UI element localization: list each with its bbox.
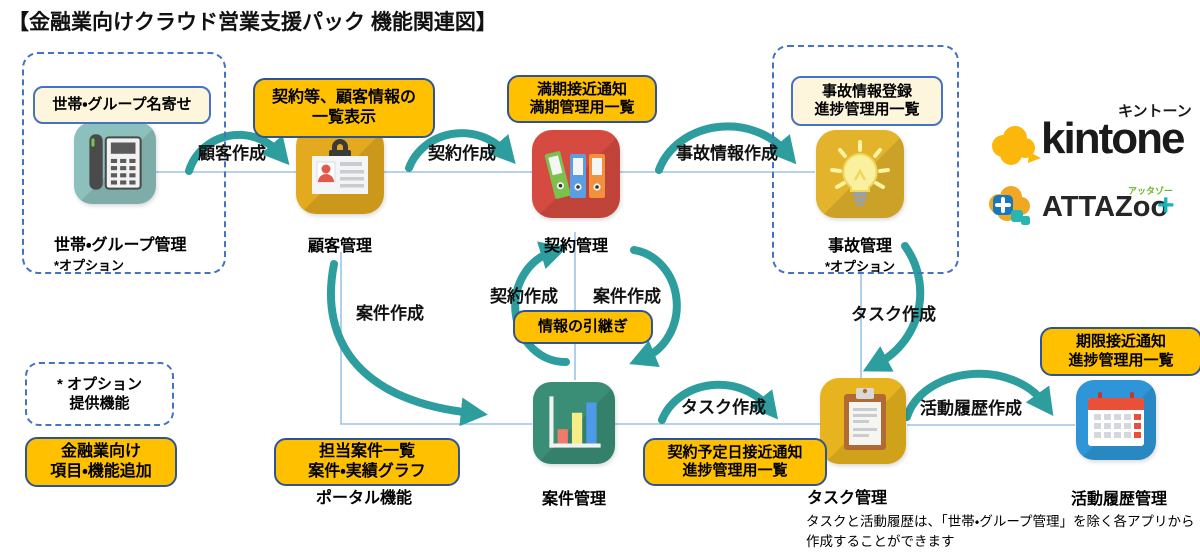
legend-finance-box: 金融業向け 項目・機能追加 (25, 437, 177, 487)
create-deal-label: 案件作成 (356, 304, 424, 323)
arrow-create-task-from-accident (862, 242, 925, 372)
deal-app-label: 案件管理 (541, 491, 606, 508)
calendar-icon (1088, 392, 1144, 446)
portal-app-label: ポータル機能 (315, 490, 412, 507)
id-card-icon (312, 139, 368, 194)
kintone-cloud-icon (992, 126, 1041, 165)
accident-app-label: 事故管理 *オプション (824, 238, 896, 274)
cycle-deal-label: 案件作成 (593, 287, 661, 306)
phone-icon (89, 134, 142, 190)
activity-app-label: 活動履歴管理 (1071, 491, 1168, 508)
customer-app-label: 顧客管理 (307, 238, 372, 255)
customer-app-tile (296, 126, 384, 214)
arrow-cycle-contract (511, 241, 570, 367)
legend-option-box: * オプション 提供機能 (25, 362, 174, 426)
attazoo-logo: アッタゾー ATTAZoo + (985, 182, 1195, 232)
arrow-create-deal (326, 260, 488, 427)
attazoo-cloud-icon (989, 186, 1030, 225)
create-task-from-deal-label: タスク作成 (681, 398, 766, 417)
task-feature-box: 契約予定日接近通知 進捗管理用一覧 (643, 438, 827, 486)
arrow-create-accident-info (655, 122, 797, 174)
arrow-create-contract (405, 129, 516, 172)
accident-app-tile (816, 130, 904, 218)
attazoo-plus-text: + (1157, 189, 1175, 222)
contract-app-label: 契約管理 (543, 238, 608, 255)
create-task-from-accident-label: タスク作成 (851, 305, 936, 324)
arrow-cycle-deal (629, 246, 681, 368)
task-app-label: タスク管理 (806, 490, 887, 507)
deal-app-tile (533, 382, 615, 464)
activity-feature-box: 期限接近通知 進捗管理用一覧 (1040, 327, 1200, 376)
customer-feature-box: 契約等、顧客情報の 一覧表示 (253, 78, 435, 138)
kintone-word-text: kintone (1041, 114, 1185, 163)
household-app-tile (74, 122, 156, 204)
attazoo-kana-text: アッタゾー (1128, 186, 1174, 196)
handover-box: 情報の引継ぎ (513, 310, 653, 344)
create-activity-label: 活動履歴作成 (920, 399, 1022, 418)
kintone-logo: キントーン kintone (985, 98, 1195, 178)
bar-chart-icon (549, 396, 601, 448)
create-contract-label: 契約作成 (428, 144, 496, 163)
lightbulb-icon (830, 140, 890, 206)
cycle-contract-label: 契約作成 (490, 287, 558, 306)
page-title: 【金融業向けクラウド営業支援パック 機能関連図】 (8, 11, 497, 34)
binders-icon (544, 151, 605, 199)
arrow-create-activity (903, 369, 1054, 421)
attazoo-word-text: ATTAZoo (1042, 191, 1169, 223)
portal-feature-box: 担当案件一覧 案件・実績グラフ (274, 438, 460, 486)
clipboard-icon (844, 388, 886, 450)
footnote-text: タスクと活動履歴は、「世帯・グループ管理」を除く各アプリから 作成することができ… (806, 514, 1195, 550)
create-accident-info-label: 事故情報作成 (676, 144, 778, 163)
arrow-create-task-from-deal (658, 380, 779, 424)
household-feature-box: 世帯・グループ名寄せ (33, 86, 211, 124)
task-app-tile (820, 378, 906, 464)
create-customer-label: 顧客作成 (198, 144, 266, 163)
kintone-kana-text: キントーン (1118, 103, 1192, 120)
accident-feature-box: 事故情報登録 進捗管理用一覧 (791, 76, 943, 126)
contract-feature-box: 満期接近通知 満期管理用一覧 (507, 75, 657, 123)
contract-app-tile (532, 130, 620, 218)
arrow-create-customer (185, 130, 290, 175)
activity-app-tile (1076, 380, 1156, 460)
household-option-group-box (22, 52, 226, 274)
household-app-label: 世帯・グループ管理 *オプション (54, 237, 187, 273)
